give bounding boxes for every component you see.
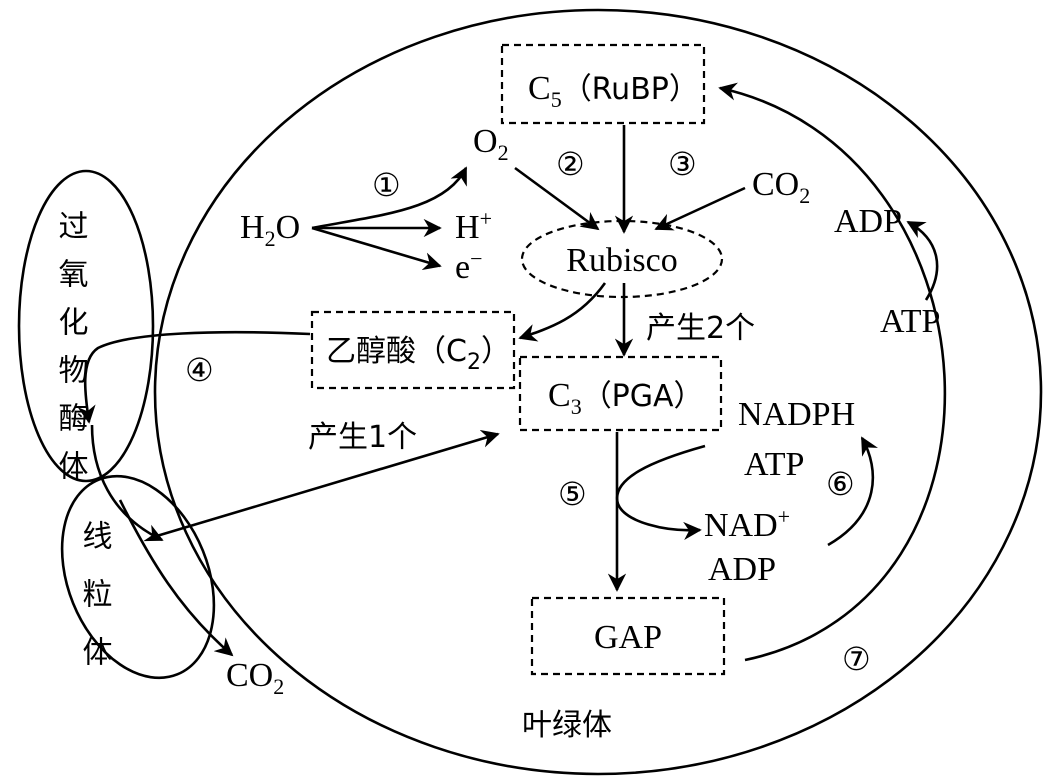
e-minus-label: e− bbox=[455, 246, 483, 286]
arrow-mito-to-co2 bbox=[118, 499, 234, 657]
c3-box bbox=[518, 355, 723, 432]
co2-out-label: CO2 bbox=[226, 657, 284, 699]
h-plus-label: H+ bbox=[455, 206, 492, 246]
c2-box bbox=[310, 310, 516, 390]
rubisco-label: Rubisco bbox=[566, 242, 677, 279]
atp-top-label: ATP bbox=[880, 303, 940, 340]
gap-box bbox=[530, 596, 726, 676]
produce-1-label: 产生1个 bbox=[308, 420, 417, 455]
step-2: ② bbox=[556, 145, 585, 183]
step-6: ⑥ bbox=[826, 465, 855, 503]
step-5: ⑤ bbox=[558, 475, 587, 513]
arrow-c2-to-peroxisome bbox=[77, 330, 311, 424]
arrow-atp-to-adp bbox=[906, 220, 939, 301]
step-1: ① bbox=[372, 166, 401, 204]
nad-plus-label: NAD+ bbox=[704, 504, 790, 544]
arrow-o2-to-rubisco bbox=[514, 166, 600, 231]
arrow-h2o-to-eminus bbox=[311, 226, 442, 271]
nadph-label: NADPH bbox=[738, 396, 855, 433]
step-7: ⑦ bbox=[842, 640, 871, 678]
peroxisome-label: 过氧化物酶体 bbox=[53, 210, 89, 498]
produce-2-label: 产生2个 bbox=[646, 311, 755, 346]
arrow-gap-to-c5 bbox=[718, 82, 947, 662]
arrow-co2-to-rubisco bbox=[654, 186, 746, 231]
h2o-label: H2O bbox=[240, 209, 300, 251]
arrow-h2o-to-o2 bbox=[311, 166, 468, 230]
path-peroxisome-to-mitochondrion bbox=[90, 424, 164, 542]
adp-top-label: ADP bbox=[834, 203, 902, 240]
co2-in-label: CO2 bbox=[752, 166, 810, 208]
chloroplast-label: 叶绿体 bbox=[522, 708, 612, 743]
c5-box bbox=[500, 43, 706, 125]
atp-mid-label: ATP bbox=[744, 446, 804, 483]
o2-label: O2 bbox=[473, 123, 509, 165]
adp-mid-label: ADP bbox=[708, 551, 776, 588]
chloroplast-outline bbox=[153, 8, 1043, 776]
arrow-regenerate-nadph bbox=[827, 436, 878, 547]
c3-label: C3（PGA） bbox=[548, 377, 704, 419]
c2-label: 乙醇酸（C2） bbox=[326, 334, 511, 375]
arrow-nadph-to-nadplus bbox=[615, 444, 706, 541]
arrow-rubisco-to-c2 bbox=[518, 282, 607, 342]
gap-label: GAP bbox=[594, 619, 662, 656]
mitochondrion-outline bbox=[60, 474, 216, 680]
step-3: ③ bbox=[668, 145, 697, 183]
arrow-mito-to-c3 bbox=[149, 429, 500, 540]
mitochondrion-label: 线粒体 bbox=[77, 520, 113, 694]
peroxisome-outline bbox=[17, 169, 155, 483]
c5-label: C5（RuBP） bbox=[528, 70, 699, 112]
step-4: ④ bbox=[185, 351, 214, 389]
